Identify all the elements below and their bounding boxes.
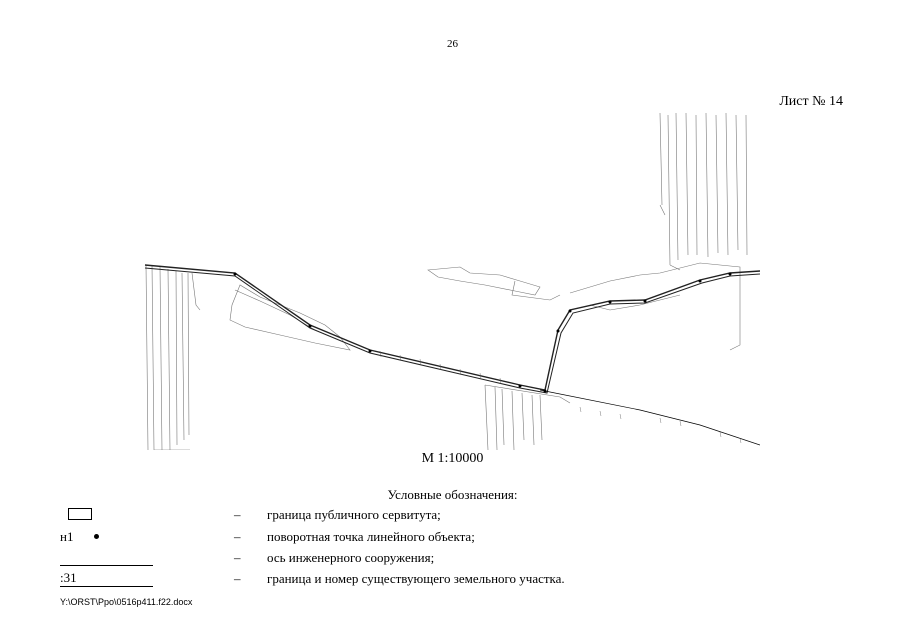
legend-dash: – — [234, 550, 241, 565]
legend-dash: – — [234, 571, 241, 586]
legend-dash: – — [234, 507, 241, 522]
legend-symbol-point: н1 — [60, 527, 155, 547]
legend-item-structure-axis: – ось инженерного сооружения; — [0, 548, 905, 568]
parcel-label: :31 — [60, 570, 77, 585]
legend-item-turning-point: н1 – поворотная точка линейного объекта; — [0, 527, 905, 547]
parcel-boundaries — [145, 112, 748, 450]
point-dot-icon — [94, 534, 99, 539]
corridor-ticks — [379, 350, 742, 444]
file-path: Y:\ORST\Ppo\0516p411.f22.docx — [60, 597, 193, 607]
legend-symbol-parcel: :31 — [60, 569, 155, 589]
legend-title: Условные обозначения: — [387, 487, 518, 502]
legend-text: граница публичного сервитута; — [267, 507, 441, 522]
structure-axis — [539, 389, 760, 446]
cadastral-map — [144, 112, 760, 450]
legend-dash: – — [234, 529, 241, 544]
servitude-corridor — [144, 264, 760, 394]
point-label: н1 — [60, 529, 74, 544]
sheet-label: Лист № 14 — [779, 94, 843, 109]
map-scale: М 1:10000 — [421, 451, 484, 466]
legend-item-servitude-boundary: – граница публичного сервитута; — [0, 505, 905, 525]
legend-text: ось инженерного сооружения; — [267, 550, 435, 565]
turning-points — [233, 272, 732, 393]
legend-text: поворотная точка линейного объекта; — [267, 529, 475, 544]
axis-line-icon — [60, 565, 153, 566]
legend-symbol-rectangle — [60, 505, 155, 525]
rectangle-symbol-icon — [68, 508, 92, 520]
legend-item-land-parcel: :31 – граница и номер существующего земе… — [0, 569, 905, 589]
legend-text: граница и номер существующего земельного… — [267, 571, 565, 586]
page-number: 26 — [447, 38, 458, 50]
parcel-line-icon — [60, 586, 153, 587]
legend-symbol-line — [60, 548, 155, 568]
